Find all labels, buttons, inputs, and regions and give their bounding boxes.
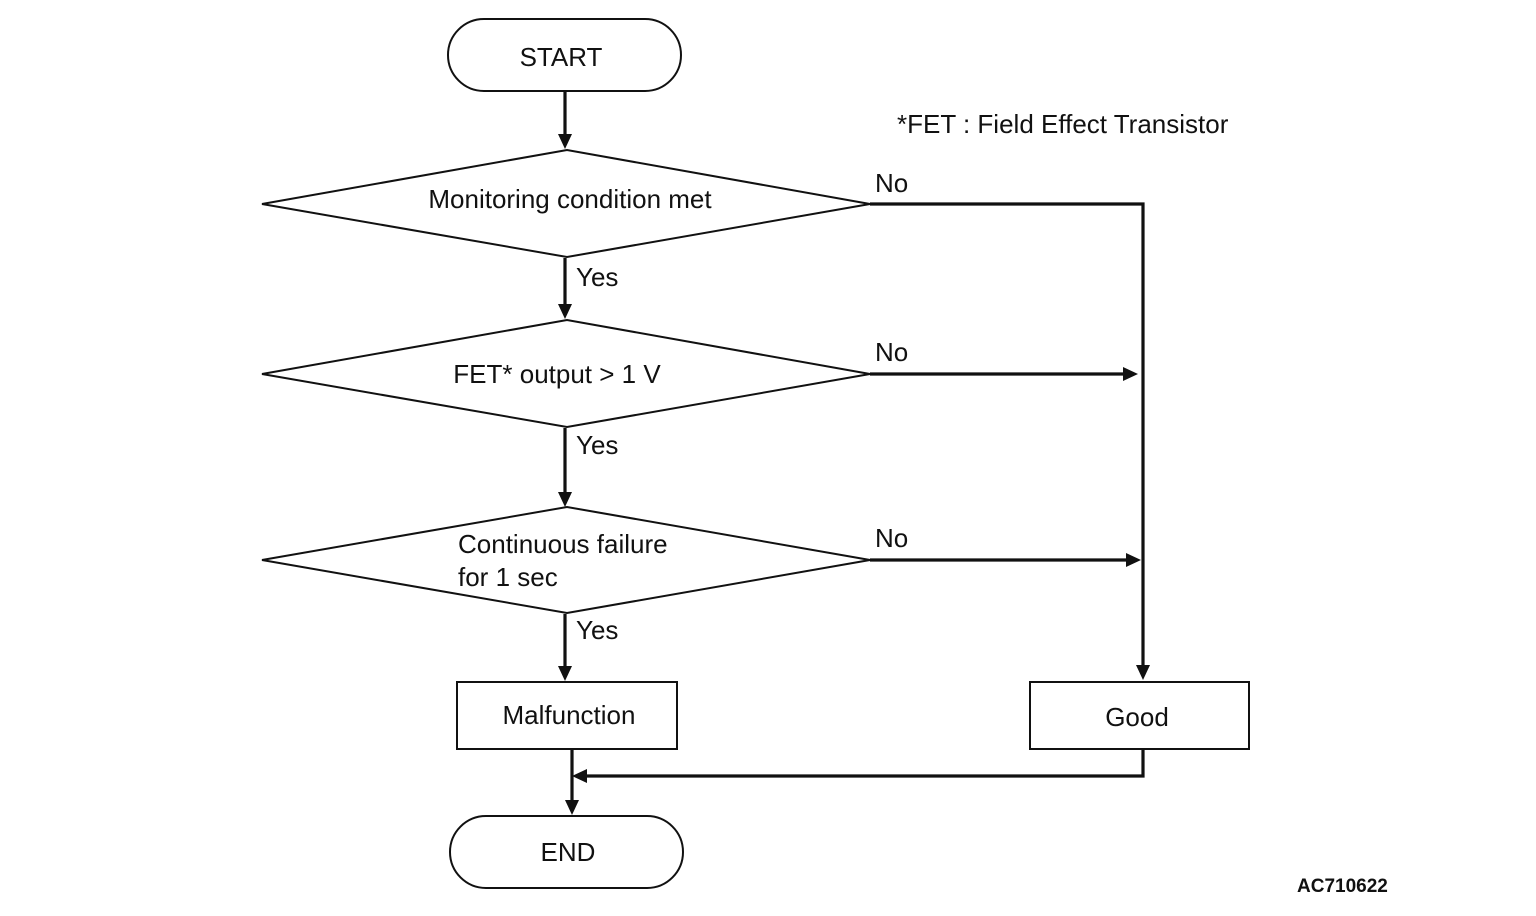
arrowhead-continuous-yes bbox=[558, 666, 572, 681]
arrowhead-start-to-monitoring bbox=[558, 134, 572, 149]
arrowhead-good-merge bbox=[572, 769, 587, 783]
decision-fet: FET* output > 1 V bbox=[261, 318, 871, 429]
malfunction-node: Malfunction bbox=[456, 681, 678, 750]
decision-continuous-label-line2: for 1 sec bbox=[458, 562, 558, 592]
malfunction-label: Malfunction bbox=[503, 700, 636, 730]
monitoring-no-label: No bbox=[875, 168, 908, 198]
fet-yes-label: Yes bbox=[576, 430, 618, 460]
continuous-no-label: No bbox=[875, 523, 908, 553]
continuous-yes-label: Yes bbox=[576, 615, 618, 645]
monitoring-yes-label: Yes bbox=[576, 262, 618, 292]
edge-good-to-end bbox=[587, 750, 1145, 778]
start-label: START bbox=[520, 42, 603, 72]
decision-continuous: Continuous failure for 1 sec bbox=[261, 505, 871, 615]
arrowhead-monitoring-yes bbox=[558, 304, 572, 319]
arrowhead-continuous-no bbox=[1126, 553, 1141, 567]
end-label: END bbox=[541, 837, 596, 867]
arrowhead-to-end bbox=[565, 800, 579, 815]
figure-code: AC710622 bbox=[1297, 876, 1388, 897]
connectors bbox=[558, 92, 1150, 815]
decision-monitoring: Monitoring condition met bbox=[261, 148, 871, 259]
arrowhead-fet-no bbox=[1123, 367, 1138, 381]
arrowhead-fet-yes bbox=[558, 492, 572, 507]
decision-fet-label: FET* output > 1 V bbox=[453, 359, 661, 389]
good-node: Good bbox=[1029, 681, 1250, 750]
end-node: END bbox=[449, 815, 684, 889]
edge-monitoring-no bbox=[870, 202, 1145, 665]
good-label: Good bbox=[1105, 702, 1169, 732]
fet-no-label: No bbox=[875, 337, 908, 367]
decision-monitoring-label: Monitoring condition met bbox=[428, 184, 712, 214]
start-node: START bbox=[447, 18, 682, 92]
decision-continuous-label-line1: Continuous failure bbox=[458, 529, 668, 559]
footnote: *FET : Field Effect Transistor bbox=[897, 109, 1229, 139]
arrowhead-to-good bbox=[1136, 665, 1150, 680]
